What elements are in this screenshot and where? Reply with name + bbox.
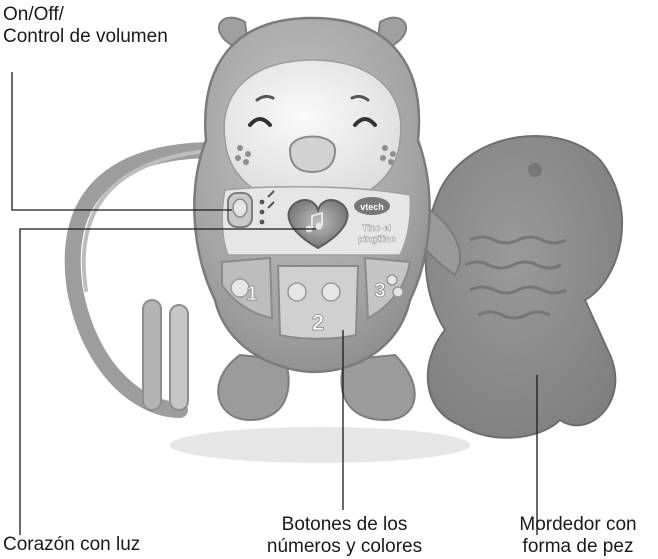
floor-shadow (170, 427, 470, 463)
fish-teether (424, 135, 623, 439)
leader-lines (11, 72, 538, 535)
cheeks (235, 145, 396, 165)
leader-power (11, 72, 232, 211)
eyes (248, 94, 377, 127)
brand-badge (354, 197, 390, 215)
clack-rings (142, 299, 189, 411)
toy-name-line2: pingüino (358, 234, 396, 244)
button-number-2: 2 (312, 310, 324, 335)
button-number-1: 1 (246, 283, 257, 305)
power-switch (227, 190, 275, 228)
leader-heart (19, 228, 316, 535)
toy-name-line1: Tino el (362, 223, 391, 233)
label-teether-line2: forma de pez (522, 536, 634, 557)
label-buttons-line2: números y colores (266, 536, 423, 557)
label-teether-line1: Mordedor con (519, 514, 637, 535)
label-buttons: Botones de los números y colores (212, 514, 477, 558)
label-heart-line1: Corazón con luz (3, 534, 141, 555)
button-number-3: 3 (374, 280, 385, 302)
label-power-line1: On/Off/ (3, 4, 64, 25)
light-up-heart (287, 199, 349, 250)
penguin-face (223, 59, 402, 201)
number-buttons (221, 256, 412, 340)
feet (217, 353, 416, 422)
beak (288, 135, 337, 174)
label-power: On/Off/ Control de volumen (3, 4, 168, 48)
label-teether: Mordedor con forma de pez (498, 514, 658, 558)
label-power-line2: Control de volumen (3, 26, 168, 47)
handle-ring (64, 142, 223, 418)
brand-logo: vtech (360, 202, 384, 212)
label-buttons-line1: Botones de los (281, 514, 408, 535)
label-heart: Corazón con luz (3, 534, 140, 556)
